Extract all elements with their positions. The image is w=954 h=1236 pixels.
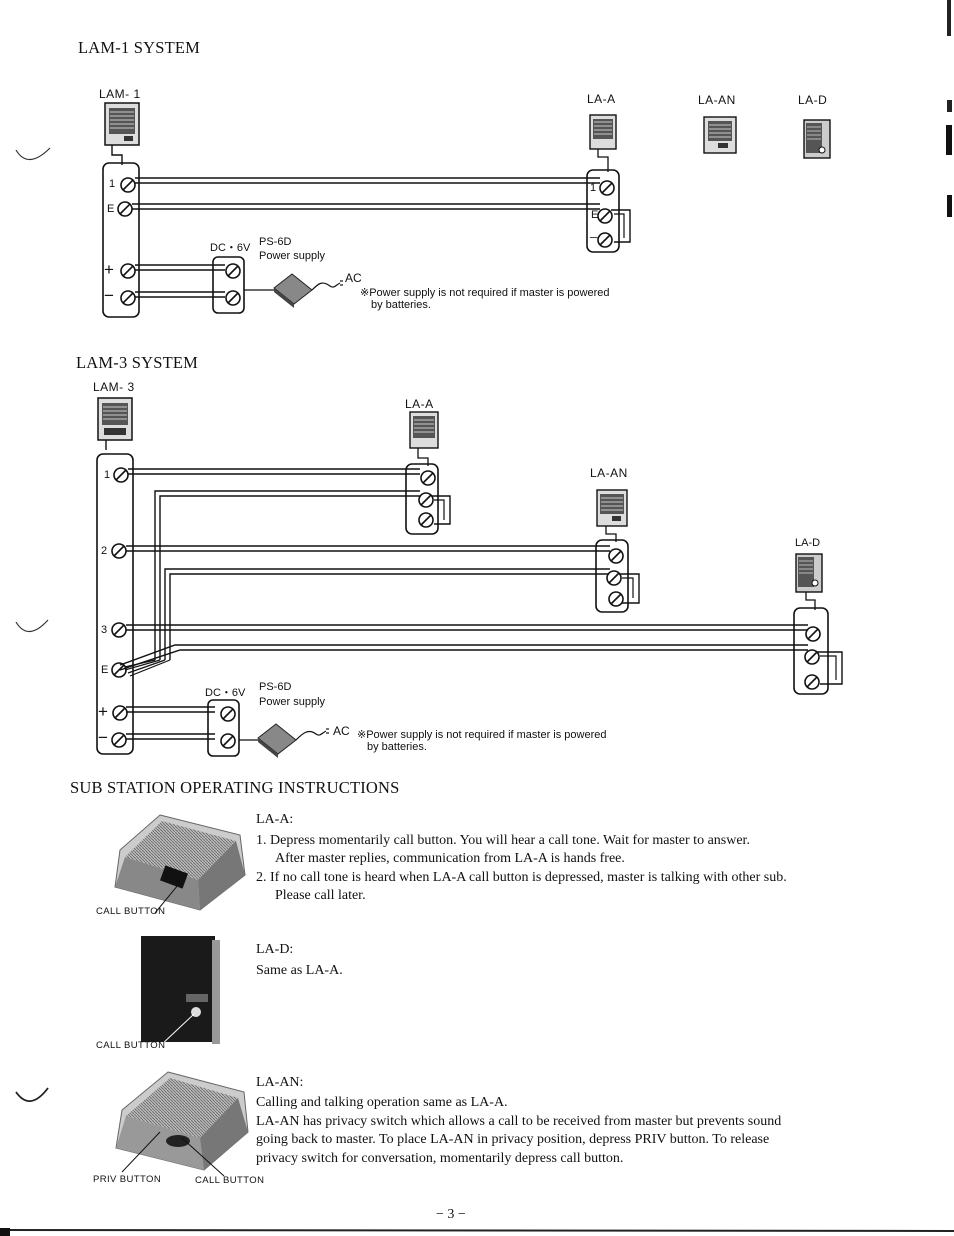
lam1-term-1: 1 [109, 178, 116, 190]
la-a-item1-line1: 1. Depress momentarily call button. You … [256, 833, 750, 848]
lam1-la-an-label: LA-AN [698, 93, 736, 107]
lam3-ps6d-adapter [257, 723, 329, 758]
lam3-la-a-terminal [405, 463, 439, 535]
lam1-term-e: E [107, 203, 115, 215]
lam1-terminal-block [102, 162, 140, 318]
lam1-la-a-term-e: E [591, 209, 599, 221]
lam3-ac-label: AC [333, 724, 350, 738]
lam3-term-plus: + [98, 702, 108, 721]
lam1-ps6d-adapter [273, 273, 343, 308]
lam3-term-2: 2 [101, 545, 108, 557]
lam1-note-line2: by batteries. [371, 299, 431, 311]
lam1-master-label: LAM- 1 [99, 87, 141, 101]
lam1-term-plus: + [104, 260, 114, 279]
la-a-call-button-label: CALL BUTTON [96, 906, 166, 917]
lam1-ps-name: Power supply [259, 250, 326, 262]
lam3-term-minus: − [98, 728, 108, 747]
lam3-ps-name: Power supply [259, 696, 326, 708]
lam3-term-e: E [101, 664, 109, 676]
lam3-la-a-label: LA-A [405, 397, 434, 411]
lam3-la-an-label: LA-AN [590, 466, 628, 480]
lam3-term-1: 1 [104, 469, 111, 481]
la-an-call-button-label: CALL BUTTON [195, 1175, 265, 1186]
lam3-note-line1: ※Power supply is not required if master … [357, 729, 607, 741]
lam3-ps-model: PS-6D [259, 681, 292, 693]
lam3-master-label: LAM- 3 [93, 380, 135, 394]
la-a-item2-line1: 2. If no call tone is heard when LA-A ca… [256, 870, 787, 885]
la-an-priv-button-label: PRIV BUTTON [93, 1174, 162, 1185]
page-number: − 3 − [436, 1207, 466, 1222]
la-an-photo [115, 1071, 249, 1177]
instructions-heading: SUB STATION OPERATING INSTRUCTIONS [70, 778, 400, 797]
lam1-la-a-term-1: 1 [590, 182, 597, 194]
la-d-call-button-label: CALL BUTTON [96, 1040, 166, 1051]
la-d-text: Same as LA-A. [256, 963, 343, 978]
lam3-terminal-block [96, 453, 134, 755]
lam1-la-d-unit [803, 119, 831, 159]
lam3-dc-label: DC・6V [205, 687, 246, 699]
la-a-item1-line2: After master replies, communication from… [275, 851, 625, 866]
lam1-note-line1: ※Power supply is not required if master … [360, 287, 610, 299]
lam1-ac-label: AC [345, 271, 362, 285]
lam3-la-d-label: LA-D [795, 537, 821, 549]
lam1-ps-terminal [212, 256, 245, 314]
lam3-la-an-terminal [595, 539, 629, 613]
lam1-la-a-terminal [586, 169, 620, 253]
lam3-ps-terminal [207, 699, 240, 757]
lam3-la-d-terminal [793, 607, 829, 695]
lam1-term-minus: − [104, 286, 114, 305]
lam1-la-a-term-minus: − [589, 230, 599, 247]
lam1-master-unit [104, 102, 140, 165]
la-d-photo [141, 936, 220, 1046]
lam1-la-an-unit [703, 116, 737, 154]
lam3-note-line2: by batteries. [367, 741, 427, 753]
la-an-line1: Calling and talking operation same as LA… [256, 1095, 508, 1110]
lam3-la-d-unit [795, 553, 823, 610]
lam3-heading: LAM-3 SYSTEM [76, 353, 199, 372]
lam3-la-a-unit [409, 411, 439, 466]
la-an-line4: privacy switch for conversation, momenta… [256, 1151, 624, 1166]
lam1-la-d-label: LA-D [798, 93, 828, 107]
la-a-photo [114, 814, 246, 914]
la-an-line3: going back to master. To place LA-AN in … [256, 1132, 770, 1147]
lam1-ps-model: PS-6D [259, 236, 292, 248]
lam1-dc-label: DC・6V [210, 242, 251, 254]
la-an-title: LA-AN: [256, 1075, 304, 1090]
la-a-item2-line2: Please call later. [275, 888, 366, 903]
lam1-heading: LAM-1 SYSTEM [78, 38, 201, 57]
la-a-title: LA-A: [256, 812, 294, 827]
la-an-line2: LA-AN has privacy switch which allows a … [256, 1114, 782, 1129]
lam3-master-unit [97, 397, 133, 450]
lam1-la-a-label: LA-A [587, 92, 616, 106]
la-d-title: LA-D: [256, 942, 294, 957]
lam3-term-3: 3 [101, 624, 108, 636]
lam1-la-a-unit [589, 114, 617, 172]
lam3-la-an-unit [596, 489, 628, 542]
